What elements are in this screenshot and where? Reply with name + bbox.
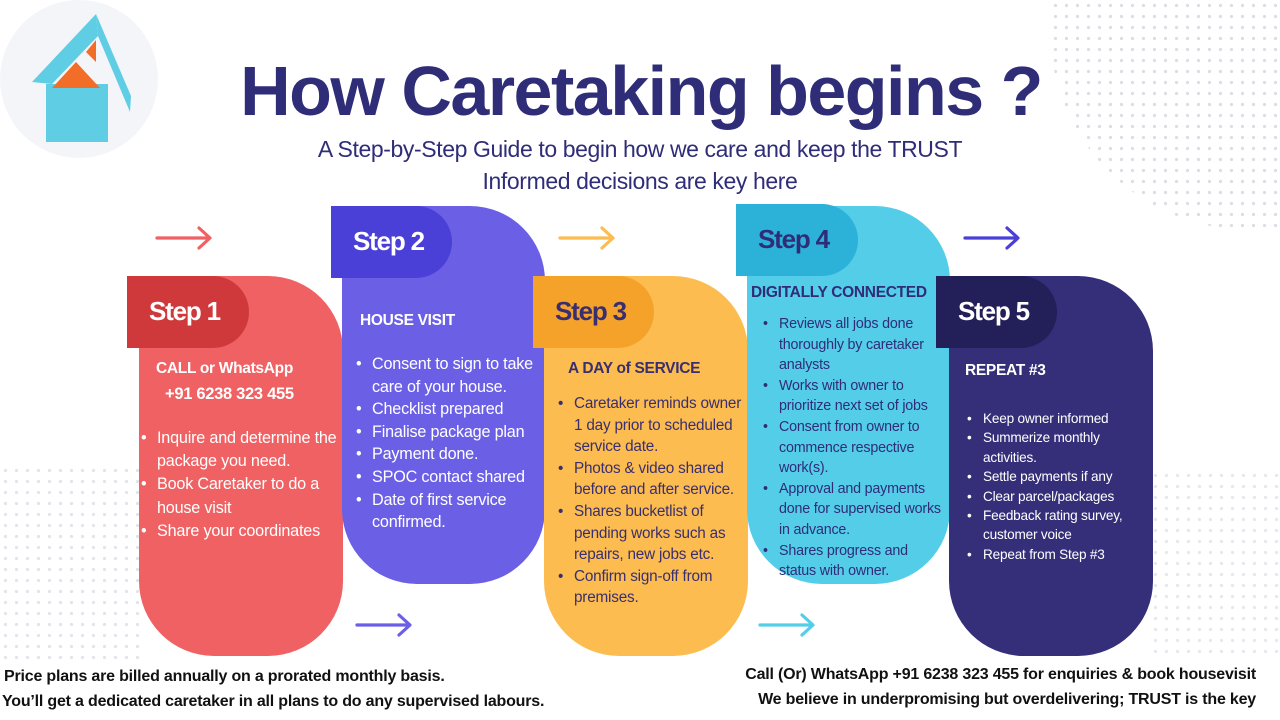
step-2-list: Consent to sign to take care of your hou… (356, 353, 541, 534)
step-1-label: Step 1 (127, 276, 249, 348)
list-item: SPOC contact shared (356, 466, 541, 489)
house-logo-icon (32, 14, 131, 142)
subtitle-line-2: Informed decisions are key here (482, 168, 798, 194)
list-item: Keep owner informed (967, 409, 1147, 429)
step-2-label: Step 2 (331, 206, 452, 278)
arrow-right-icon (155, 226, 212, 250)
page-title: How Caretaking begins ? (240, 52, 1043, 130)
list-item: Clear parcel/packages (967, 487, 1147, 507)
list-item: Book Caretaker to do a house visit (141, 473, 339, 519)
list-item: Summerize monthly activities. (967, 428, 1147, 467)
list-item: Photos & video shared before and after s… (558, 458, 744, 501)
list-item: Confirm sign-off from premises. (558, 566, 744, 609)
arrow-right-icon (963, 226, 1020, 250)
step-1-phone: +91 6238 323 455 (165, 385, 294, 403)
step-1-heading: CALL or WhatsApp (156, 360, 293, 377)
step-4-heading: DIGITALLY CONNECTED (751, 284, 927, 301)
step-3-heading: A DAY of SERVICE (568, 360, 701, 377)
list-item: Approval and payments done for supervise… (763, 479, 947, 541)
step-4-label: Step 4 (736, 204, 858, 276)
arrow-right-icon (558, 226, 615, 250)
arrow-right-icon (758, 613, 815, 637)
subtitle: A Step-by-Step Guide to begin how we car… (0, 133, 1280, 197)
logo (0, 0, 158, 158)
list-item: Payment done. (356, 443, 541, 466)
list-item: Share your coordinates (141, 520, 339, 543)
step-5-heading: REPEAT #3 (965, 362, 1046, 379)
dot-pattern-bottom-right (1150, 470, 1280, 660)
step-2-heading: HOUSE VISIT (360, 312, 455, 329)
list-item: Inquire and determine the package you ne… (141, 427, 339, 473)
footer-left-line-2: You’ll get a dedicated caretaker in all … (2, 693, 545, 710)
list-item: Caretaker reminds owner 1 day prior to s… (558, 393, 744, 458)
list-item: Consent from owner to commence respectiv… (763, 417, 947, 479)
step-4-list: Reviews all jobs done thoroughly by care… (763, 314, 947, 582)
list-item: Shares bucketlist of pending works such … (558, 501, 744, 566)
footer-right-line-2: We believe in underpromising but overdel… (758, 691, 1256, 708)
list-item: Checklist prepared (356, 398, 541, 421)
step-5-list: Keep owner informed Summerize monthly ac… (967, 409, 1147, 565)
list-item: Consent to sign to take care of your hou… (356, 353, 541, 398)
list-item: Works with owner to prioritize next set … (763, 376, 947, 417)
footer-left-line-1: Price plans are billed annually on a pro… (4, 668, 445, 685)
list-item: Settle payments if any (967, 467, 1147, 487)
list-item: Finalise package plan (356, 421, 541, 444)
step-1-list: Inquire and determine the package you ne… (141, 427, 339, 543)
dot-pattern-bottom-left (0, 465, 140, 665)
step-3-label: Step 3 (533, 276, 654, 348)
step-5-label: Step 5 (936, 276, 1057, 348)
step-3-list: Caretaker reminds owner 1 day prior to s… (558, 393, 744, 609)
list-item: Reviews all jobs done thoroughly by care… (763, 314, 947, 376)
list-item: Shares progress and status with owner. (763, 541, 947, 582)
list-item: Repeat from Step #3 (967, 545, 1147, 565)
list-item: Date of first service confirmed. (356, 489, 541, 534)
subtitle-line-1: A Step-by-Step Guide to begin how we car… (317, 136, 963, 162)
list-item: Feedback rating survey, customer voice (967, 506, 1147, 545)
footer-right-line-1: Call (Or) WhatsApp +91 6238 323 455 for … (745, 666, 1256, 683)
arrow-right-icon (355, 613, 412, 637)
